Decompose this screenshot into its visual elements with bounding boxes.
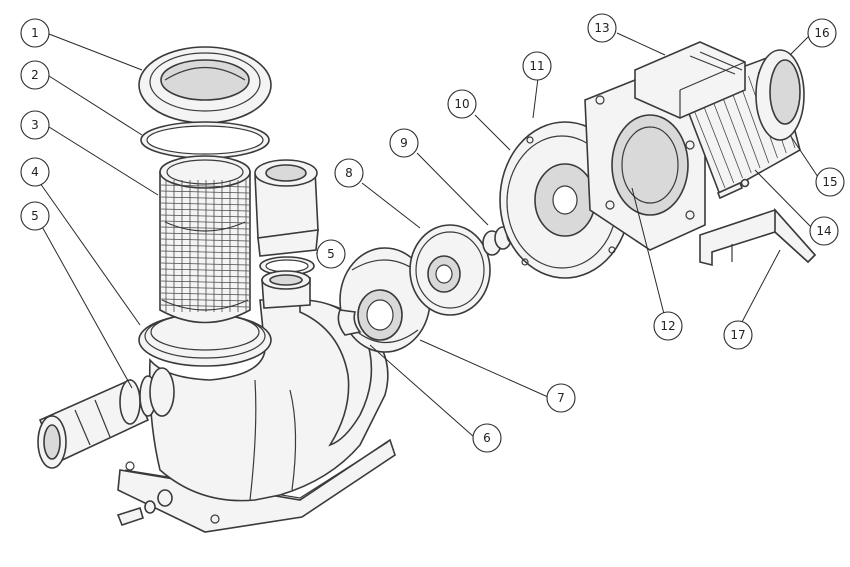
callout-label: 17 — [730, 328, 745, 342]
callout-5-right: 5 — [316, 239, 346, 269]
basket-mesh-line — [160, 268, 250, 272]
callout-label: 10 — [454, 97, 469, 111]
callout-1: 1 — [20, 18, 50, 48]
callout-label: 15 — [822, 175, 837, 189]
callout-11: 11 — [522, 51, 552, 81]
basket-mesh-line — [160, 274, 250, 278]
motor-bolt — [716, 178, 750, 200]
callout-label: 14 — [816, 224, 831, 238]
basket-mesh-line — [160, 202, 250, 206]
callout-3: 3 — [20, 110, 50, 140]
strainer-lid — [138, 46, 272, 124]
callout-label: 5 — [31, 209, 39, 223]
callout-label: 1 — [31, 26, 39, 40]
callout-label: 5 — [327, 247, 335, 261]
basket-mesh-line — [160, 190, 250, 194]
callout-5-left: 5 — [20, 201, 50, 231]
basket-mesh-line — [160, 232, 250, 236]
callout-label: 13 — [594, 21, 609, 35]
basket-mesh-line — [160, 208, 250, 212]
pump-housing — [117, 299, 396, 533]
callout-label: 8 — [345, 166, 353, 180]
leader-lines — [39, 32, 819, 438]
callouts: 1 2 3 4 5 5 6 7 8 9 10 11 12 13 14 15 16… — [20, 13, 845, 453]
callout-label: 3 — [31, 118, 39, 132]
callout-label: 6 — [483, 431, 491, 445]
callout-2: 2 — [20, 60, 50, 90]
motor-fin — [689, 99, 726, 189]
callout-label: 11 — [529, 59, 544, 73]
basket-mesh-line — [160, 292, 250, 296]
callout-10: 10 — [447, 89, 477, 119]
basket-mesh-line — [160, 238, 250, 242]
callout-12: 12 — [653, 311, 683, 341]
callout-6: 6 — [472, 423, 502, 453]
basket-mesh-line — [160, 184, 250, 188]
drain-plug — [116, 489, 173, 526]
basket-mesh-line — [160, 220, 250, 224]
motor-fin — [728, 83, 761, 169]
callout-label: 9 — [400, 136, 408, 150]
motor-fin — [718, 87, 752, 174]
motor — [584, 41, 805, 251]
callout-label: 4 — [31, 165, 39, 179]
motor-support-bracket — [699, 207, 817, 267]
callout-15: 15 — [815, 167, 845, 197]
basket-mesh-line — [160, 196, 250, 200]
callout-4: 4 — [20, 157, 50, 187]
outlet-union — [254, 159, 319, 309]
basket-mesh-line — [160, 226, 250, 230]
callout-label: 2 — [31, 68, 39, 82]
basket-mesh-line — [160, 262, 250, 266]
callout-7: 7 — [546, 383, 576, 413]
basket-mesh-line — [160, 256, 250, 260]
basket-mesh-line — [160, 286, 250, 290]
motor-fin — [699, 95, 735, 184]
callout-13: 13 — [587, 13, 617, 43]
lid-o-ring — [140, 121, 270, 159]
impeller — [409, 224, 491, 316]
callout-label: 16 — [814, 26, 829, 40]
callout-16: 16 — [807, 18, 837, 48]
basket-mesh-line — [160, 250, 250, 254]
strainer-basket — [159, 155, 251, 324]
callout-label: 12 — [660, 319, 675, 333]
motor-fin — [738, 79, 770, 164]
motor-fin — [709, 91, 743, 179]
basket-mesh-line — [160, 244, 250, 248]
inlet-union — [37, 367, 175, 469]
callout-14: 14 — [809, 216, 839, 246]
callout-17: 17 — [723, 320, 753, 350]
callout-8: 8 — [334, 158, 364, 188]
basket-mesh-line — [160, 298, 250, 302]
basket-mesh-line — [160, 214, 250, 218]
callout-label: 7 — [557, 391, 565, 405]
callout-9: 9 — [389, 128, 419, 158]
basket-mesh-line — [160, 280, 250, 284]
diffuser — [337, 247, 431, 353]
